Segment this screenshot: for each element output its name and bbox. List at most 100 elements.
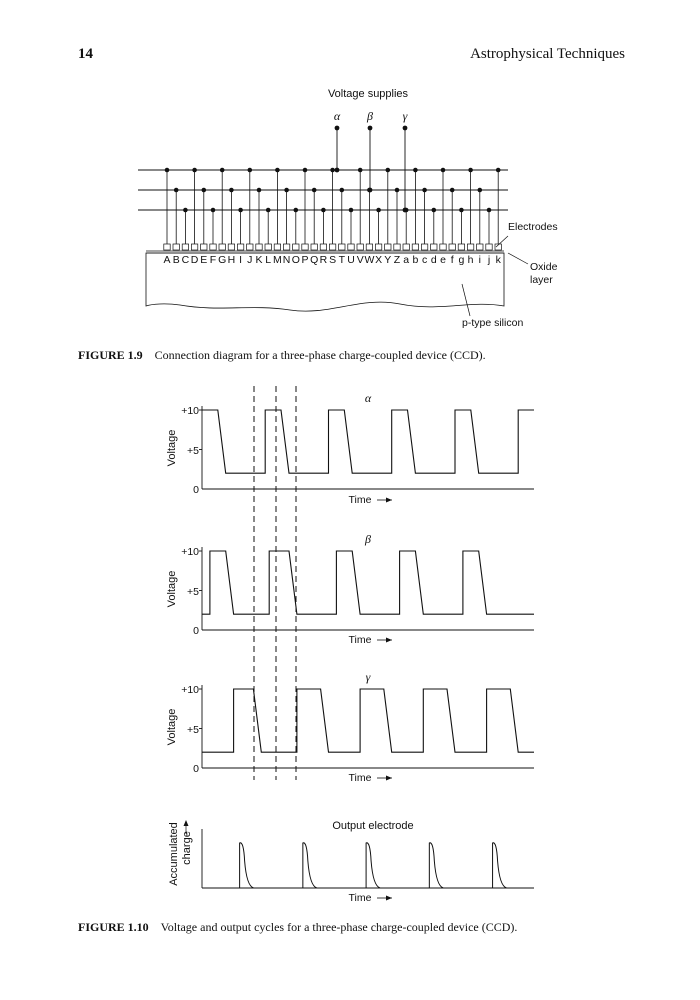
electrode <box>273 243 281 251</box>
connection-dot <box>339 187 345 193</box>
electrode-letter: X <box>375 254 382 266</box>
electrodes-leader-line <box>495 235 509 248</box>
electrode-letter: Z <box>394 254 401 266</box>
charge-pulse <box>302 842 318 889</box>
connection-dot <box>321 207 326 213</box>
connection-dot <box>348 207 354 213</box>
oxide-label-line1: Oxide <box>530 261 558 273</box>
connection-dot <box>394 187 400 193</box>
connection-dot <box>284 187 289 193</box>
caption-label: FIGURE 1.9 <box>78 348 143 362</box>
electrode <box>301 243 309 251</box>
time-arrow-head <box>386 895 392 901</box>
oxide-leader-line <box>507 252 529 265</box>
page-number: 14 <box>78 46 93 62</box>
electrode <box>329 243 337 251</box>
connection-dot <box>247 167 253 173</box>
connection-dot <box>422 187 427 193</box>
supply-label-beta: β <box>366 109 373 123</box>
charge-pulse <box>492 842 507 889</box>
electrode <box>356 243 364 251</box>
connection-dot <box>449 187 455 193</box>
electrode-letter: e <box>440 254 446 266</box>
connection-dot <box>302 167 308 173</box>
connection-dot <box>403 207 409 213</box>
connection-dot <box>238 207 243 213</box>
connection-dot <box>183 207 188 213</box>
connection-dot <box>385 167 391 173</box>
connection-dot <box>311 187 317 193</box>
electrode-letter: b <box>412 254 418 266</box>
electrodes-row <box>163 167 502 251</box>
electrode-letter: h <box>468 254 474 266</box>
electrode-letter: J <box>247 254 252 266</box>
electrodes-label: Electrodes <box>508 221 558 233</box>
charge-label: charge <box>181 831 193 865</box>
electrode-letter: O <box>292 254 300 266</box>
alpha-voltage-panel: α Voltage +10 +5 0 Time <box>166 391 534 506</box>
electrode-letter: j <box>487 254 490 266</box>
panel-title-beta: β <box>364 532 371 546</box>
electrode <box>255 243 263 251</box>
y-tick-10: +10 <box>181 546 199 558</box>
silicon-label: p-type silicon <box>462 317 523 329</box>
accumulated-label: Accumulated <box>168 822 180 886</box>
electrode <box>209 243 217 251</box>
x-axis-label: Time <box>349 494 372 506</box>
electrode-letter: V <box>357 254 364 266</box>
electrode <box>310 243 318 251</box>
electrode <box>448 243 456 251</box>
electrode <box>319 243 327 251</box>
electrode-letter: Q <box>310 254 318 266</box>
supply-terminal <box>402 125 408 131</box>
supply-junction <box>334 167 340 173</box>
electrode-letter: E <box>200 254 207 266</box>
electrode <box>411 243 419 251</box>
electrode <box>264 243 272 251</box>
connection-dot <box>210 207 216 213</box>
electrode-letter: S <box>329 254 336 266</box>
connection-dot <box>219 167 225 173</box>
electrode-letter: B <box>173 254 180 266</box>
connection-dot <box>229 187 234 193</box>
connection-dot <box>201 187 207 193</box>
y-tick-10: +10 <box>181 405 199 417</box>
connection-dot <box>486 207 492 213</box>
y-axis-label: Voltage <box>166 430 178 467</box>
connection-dot <box>265 207 271 213</box>
connection-dot <box>293 207 299 213</box>
time-arrow-head <box>386 637 392 643</box>
connection-dot <box>431 207 437 213</box>
output-electrode-panel: Output electrode Accumulated charge Time <box>168 820 534 904</box>
charge-arrow-head <box>183 820 189 826</box>
electrode-letter: P <box>301 254 308 266</box>
electrode <box>421 243 429 251</box>
electrode <box>292 243 300 251</box>
timing-guide-lines <box>253 386 297 780</box>
electrode <box>227 243 235 251</box>
voltage-waveform <box>202 550 534 615</box>
connection-dot <box>275 167 280 173</box>
electrode-letter: g <box>458 254 464 266</box>
connection-dot <box>477 187 483 193</box>
y-axis-label: Voltage <box>166 571 178 608</box>
y-tick-10: +10 <box>181 684 199 696</box>
y-axis-label: Voltage <box>166 709 178 746</box>
electrode-letter: C <box>182 254 190 266</box>
electrode <box>457 243 465 251</box>
electrode <box>200 243 208 251</box>
panel-title-alpha: α <box>365 391 372 405</box>
y-tick-5: +5 <box>187 586 199 598</box>
electrode <box>191 243 199 251</box>
caption-text: Voltage and output cycles for a three-ph… <box>160 920 518 934</box>
electrode-letter: D <box>191 254 199 266</box>
electrode <box>476 243 484 251</box>
connection-dot <box>357 167 363 173</box>
voltage-waveform <box>202 409 534 474</box>
electrode-letter: R <box>320 254 328 266</box>
gamma-voltage-panel: γ Voltage +10 +5 0 Time <box>166 670 534 784</box>
y-tick-0: 0 <box>193 625 199 637</box>
charge-pulse <box>428 842 444 889</box>
